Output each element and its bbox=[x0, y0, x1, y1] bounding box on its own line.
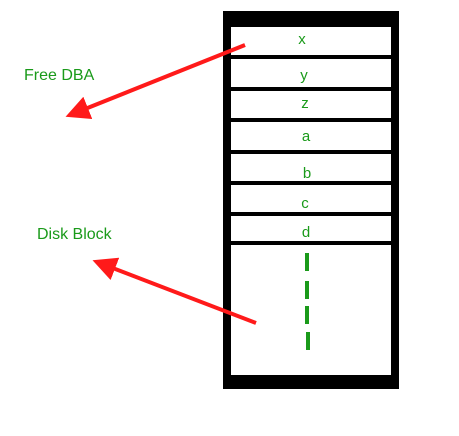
dash-segment bbox=[305, 281, 309, 299]
entry-z: z bbox=[301, 95, 309, 112]
entry-c: c bbox=[301, 195, 309, 212]
row-separator bbox=[223, 87, 399, 91]
row-separator bbox=[223, 181, 399, 185]
free-dba-arrow bbox=[65, 43, 246, 120]
free-dba-label: Free DBA bbox=[24, 67, 95, 84]
dash-segment bbox=[305, 306, 309, 324]
row-separators bbox=[223, 55, 399, 245]
disk-block-label: Disk Block bbox=[37, 226, 113, 243]
frame-bottom-bar bbox=[223, 375, 399, 389]
entry-a: a bbox=[302, 128, 311, 145]
dash-segment bbox=[306, 332, 310, 350]
row-separator bbox=[223, 118, 399, 122]
row-separator bbox=[223, 55, 399, 59]
row-separator bbox=[223, 212, 399, 216]
frame-top-bar bbox=[223, 11, 399, 27]
disk-block-frame bbox=[223, 11, 399, 389]
entry-b: b bbox=[303, 165, 311, 182]
disk-block-arrow bbox=[92, 257, 257, 325]
entry-d: d bbox=[302, 224, 310, 241]
frame-right-side bbox=[391, 11, 399, 389]
block-entries: x y z a b c d bbox=[298, 31, 311, 241]
continuation-dashes bbox=[305, 253, 310, 350]
entry-x: x bbox=[298, 31, 306, 48]
row-separator bbox=[223, 241, 399, 245]
row-separator bbox=[223, 150, 399, 154]
frame-left-side bbox=[223, 11, 231, 389]
entry-y: y bbox=[300, 67, 308, 84]
dash-segment bbox=[305, 253, 309, 271]
